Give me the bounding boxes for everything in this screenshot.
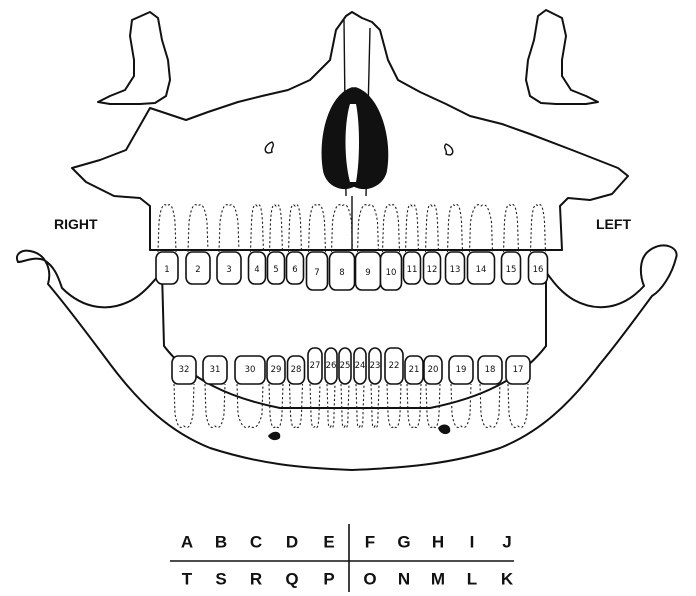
upper-tooth-number: 9 bbox=[365, 268, 370, 278]
lower-teeth-row: 32 31 30 29 28 27 2625 24 23 22 21 20 19 18 17 bbox=[172, 348, 530, 384]
lower-tooth-number: 30 bbox=[245, 365, 256, 375]
upper-tooth-number: 10 bbox=[386, 268, 397, 278]
primary-tooth-letter-upper: J bbox=[502, 533, 511, 552]
lower-tooth-number: 22 bbox=[389, 361, 400, 371]
upper-tooth-number: 14 bbox=[476, 265, 487, 275]
primary-tooth-letter-lower: Q bbox=[285, 570, 298, 589]
right-side-label: RIGHT bbox=[54, 216, 98, 232]
primary-tooth-letter-upper: H bbox=[432, 533, 444, 552]
upper-tooth-number: 3 bbox=[226, 265, 231, 275]
upper-tooth-number: 2 bbox=[195, 265, 200, 275]
primary-tooth-letter-upper: C bbox=[250, 533, 262, 552]
upper-tooth-number: 12 bbox=[427, 265, 438, 275]
primary-tooth-letter-lower: M bbox=[431, 570, 445, 589]
primary-tooth-letter-lower: S bbox=[215, 570, 226, 589]
upper-tooth-number: 8 bbox=[339, 268, 344, 278]
primary-tooth-letter-upper: E bbox=[323, 533, 334, 552]
lower-tooth-number: 21 bbox=[409, 365, 420, 375]
lower-tooth-number: 18 bbox=[485, 365, 496, 375]
upper-tooth-number: 7 bbox=[314, 268, 319, 278]
primary-tooth-letter-lower: N bbox=[398, 570, 410, 589]
primary-tooth-letter-lower: K bbox=[501, 570, 514, 589]
lower-tooth-number: 28 bbox=[291, 365, 302, 375]
primary-tooth-letter-lower: P bbox=[323, 570, 334, 589]
lower-tooth-number: 20 bbox=[428, 365, 439, 375]
primary-tooth-letter-upper: G bbox=[397, 533, 410, 552]
lower-tooth-number: 19 bbox=[456, 365, 467, 375]
upper-tooth-number: 6 bbox=[292, 265, 297, 275]
primary-tooth-letter-upper: F bbox=[365, 533, 375, 552]
primary-tooth-letter-upper: B bbox=[215, 533, 227, 552]
lower-tooth-number: 32 bbox=[179, 365, 190, 375]
primary-tooth-letter-upper: I bbox=[470, 533, 475, 552]
upper-tooth-number: 11 bbox=[407, 265, 418, 275]
upper-tooth-number: 16 bbox=[533, 265, 544, 275]
left-side-label: LEFT bbox=[596, 216, 631, 232]
primary-tooth-letter-lower: T bbox=[182, 570, 193, 589]
upper-tooth-number: 4 bbox=[254, 265, 259, 275]
upper-tooth-number: 15 bbox=[506, 265, 517, 275]
upper-tooth-number: 13 bbox=[450, 265, 461, 275]
primary-tooth-letter-lower: R bbox=[250, 570, 262, 589]
lower-tooth-number: 31 bbox=[210, 365, 221, 375]
upper-tooth-number: 5 bbox=[273, 265, 278, 275]
lower-tooth-number: 27 bbox=[310, 361, 321, 371]
lower-tooth-number: 26 bbox=[326, 361, 337, 371]
primary-tooth-letter-upper: A bbox=[181, 533, 193, 552]
primary-tooth-letter-lower: O bbox=[363, 570, 376, 589]
lower-tooth-number: 24 bbox=[355, 361, 366, 371]
upper-tooth-number: 1 bbox=[164, 265, 169, 275]
lower-tooth-number: 17 bbox=[513, 365, 524, 375]
primary-dentition-grid: A B C D E F G H I J T S R Q P O N M L K bbox=[170, 524, 514, 592]
lower-tooth-number: 25 bbox=[340, 361, 351, 371]
lower-tooth-number: 29 bbox=[271, 365, 282, 375]
primary-tooth-letter-upper: D bbox=[286, 533, 298, 552]
primary-tooth-letter-lower: L bbox=[467, 570, 477, 589]
lower-tooth-number: 23 bbox=[370, 361, 381, 371]
